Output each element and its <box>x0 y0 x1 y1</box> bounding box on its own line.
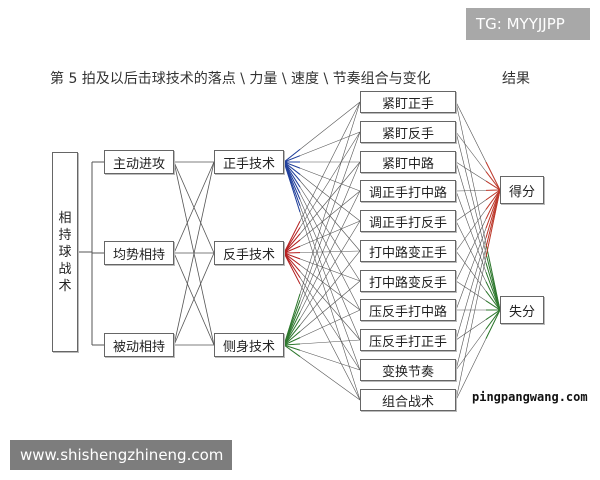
connector-line <box>283 318 301 346</box>
tactic-5: 调正手打反手 <box>360 210 456 232</box>
connector-line <box>173 161 215 346</box>
connector-line <box>283 252 301 285</box>
connector-line <box>283 344 301 357</box>
technique-sidestep: 侧身技术 <box>214 333 284 357</box>
connector-line <box>485 189 501 257</box>
result-lose: 失分 <box>500 296 544 324</box>
connector-line <box>283 239 301 254</box>
connector-line <box>485 300 501 311</box>
connector-line <box>485 161 501 191</box>
connector-line <box>283 233 301 254</box>
connector-line <box>283 161 301 169</box>
connector-line <box>283 337 301 346</box>
technique-backhand: 反手技术 <box>214 241 284 265</box>
tactic-11: 组合战术 <box>360 389 456 411</box>
tactic-2: 紧盯反手 <box>360 121 456 143</box>
connector-line <box>485 290 501 311</box>
root-node: 相持球战术 <box>52 152 78 352</box>
connector-line <box>485 309 501 330</box>
tactic-3: 紧盯中路 <box>360 151 456 173</box>
connector-line <box>283 161 301 182</box>
connector-line <box>283 227 301 254</box>
connector-line <box>485 309 501 339</box>
connector-line <box>485 309 501 320</box>
state-even: 均势相持 <box>104 241 174 265</box>
connector-line <box>485 281 501 311</box>
connector-line <box>485 262 501 311</box>
connector-line <box>283 245 301 254</box>
connector-line <box>485 271 501 311</box>
result-score: 得分 <box>500 176 544 204</box>
site-banner: www.shishengzhineng.com <box>10 440 232 470</box>
site-watermark: pingpangwang.com <box>472 390 588 404</box>
connector-line <box>283 324 301 346</box>
tactic-6: 打中路变正手 <box>360 240 456 262</box>
tg-banner: TG: MYYJJPP <box>466 8 590 40</box>
result-heading: 结果 <box>502 71 530 87</box>
connector-line <box>283 220 301 254</box>
connector-line <box>173 161 215 254</box>
tactic-8: 压反手打中路 <box>360 299 456 321</box>
connector-line <box>283 155 301 163</box>
state-passive: 被动相持 <box>104 333 174 357</box>
connector-line <box>485 189 501 201</box>
connector-line <box>283 252 301 266</box>
tactic-1: 紧盯正手 <box>360 91 456 113</box>
connector-line <box>283 252 301 260</box>
connector-line <box>485 189 501 220</box>
connector-line <box>485 189 501 210</box>
state-attack: 主动进攻 <box>104 150 174 174</box>
connector-line <box>283 331 301 346</box>
connector-line <box>283 148 301 163</box>
tactic-7: 打中路变反手 <box>360 270 456 292</box>
tactic-10: 变换节奏 <box>360 359 456 381</box>
connector-line <box>283 252 301 272</box>
connector-line <box>283 161 301 213</box>
connector-line <box>485 180 501 191</box>
connector-line <box>485 171 501 191</box>
connector-line <box>283 312 301 346</box>
connector-line <box>173 252 215 346</box>
connector-line <box>283 344 301 351</box>
technique-forehand: 正手技术 <box>214 150 284 174</box>
connector-line <box>283 161 301 175</box>
tactic-9: 压反手打正手 <box>360 329 456 351</box>
diagram-title: 第 5 拍及以后击球技术的落点 \ 力量 \ 速度 \ 节奏组合与变化 <box>50 71 431 87</box>
connector-line <box>283 343 301 346</box>
tactic-4: 调正手打中路 <box>360 180 456 202</box>
